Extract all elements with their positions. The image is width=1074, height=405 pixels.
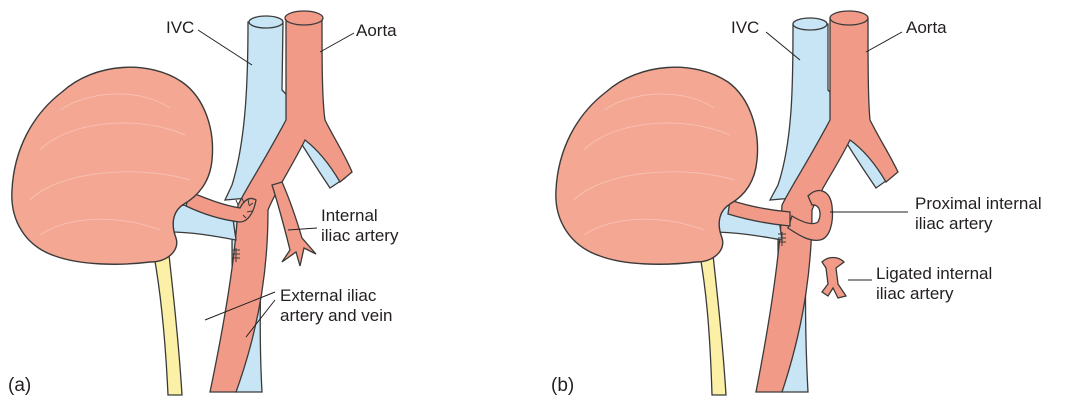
panel-b-letter: (b) bbox=[551, 376, 574, 396]
ligated-internal-label-line1: Ligated internal bbox=[876, 264, 992, 284]
panel-a bbox=[12, 11, 354, 395]
ureter-b bbox=[698, 245, 726, 395]
external-iliac-label-line1: External iliac bbox=[280, 286, 392, 306]
aorta-label-a: Aorta bbox=[356, 21, 397, 41]
ivc-label-b: IVC bbox=[731, 18, 759, 38]
internal-iliac-label-a: Internal iliac artery bbox=[321, 206, 398, 246]
ligated-internal-iliac bbox=[822, 258, 846, 299]
proximal-internal-label-b: Proximal internal iliac artery bbox=[915, 194, 1042, 234]
ureter bbox=[152, 245, 182, 395]
internal-iliac-label-line1: Internal bbox=[321, 206, 398, 226]
internal-iliac-artery bbox=[272, 182, 316, 266]
panel-a-letter: (a) bbox=[8, 376, 31, 396]
panel-b bbox=[556, 11, 908, 395]
kidney bbox=[12, 67, 213, 264]
external-iliac-label-line2: artery and vein bbox=[280, 306, 392, 326]
kidney-b bbox=[556, 67, 758, 264]
ligated-internal-label-line2: iliac artery bbox=[876, 284, 992, 304]
external-iliac-label-a: External iliac artery and vein bbox=[280, 286, 392, 326]
internal-iliac-label-line2: iliac artery bbox=[321, 226, 398, 246]
proximal-internal-label-line1: Proximal internal bbox=[915, 194, 1042, 214]
aorta-label-b: Aorta bbox=[906, 18, 947, 38]
ivc-label-a: IVC bbox=[166, 18, 194, 38]
proximal-internal-label-line2: iliac artery bbox=[915, 214, 1042, 234]
ligated-internal-label-b: Ligated internal iliac artery bbox=[876, 264, 992, 304]
